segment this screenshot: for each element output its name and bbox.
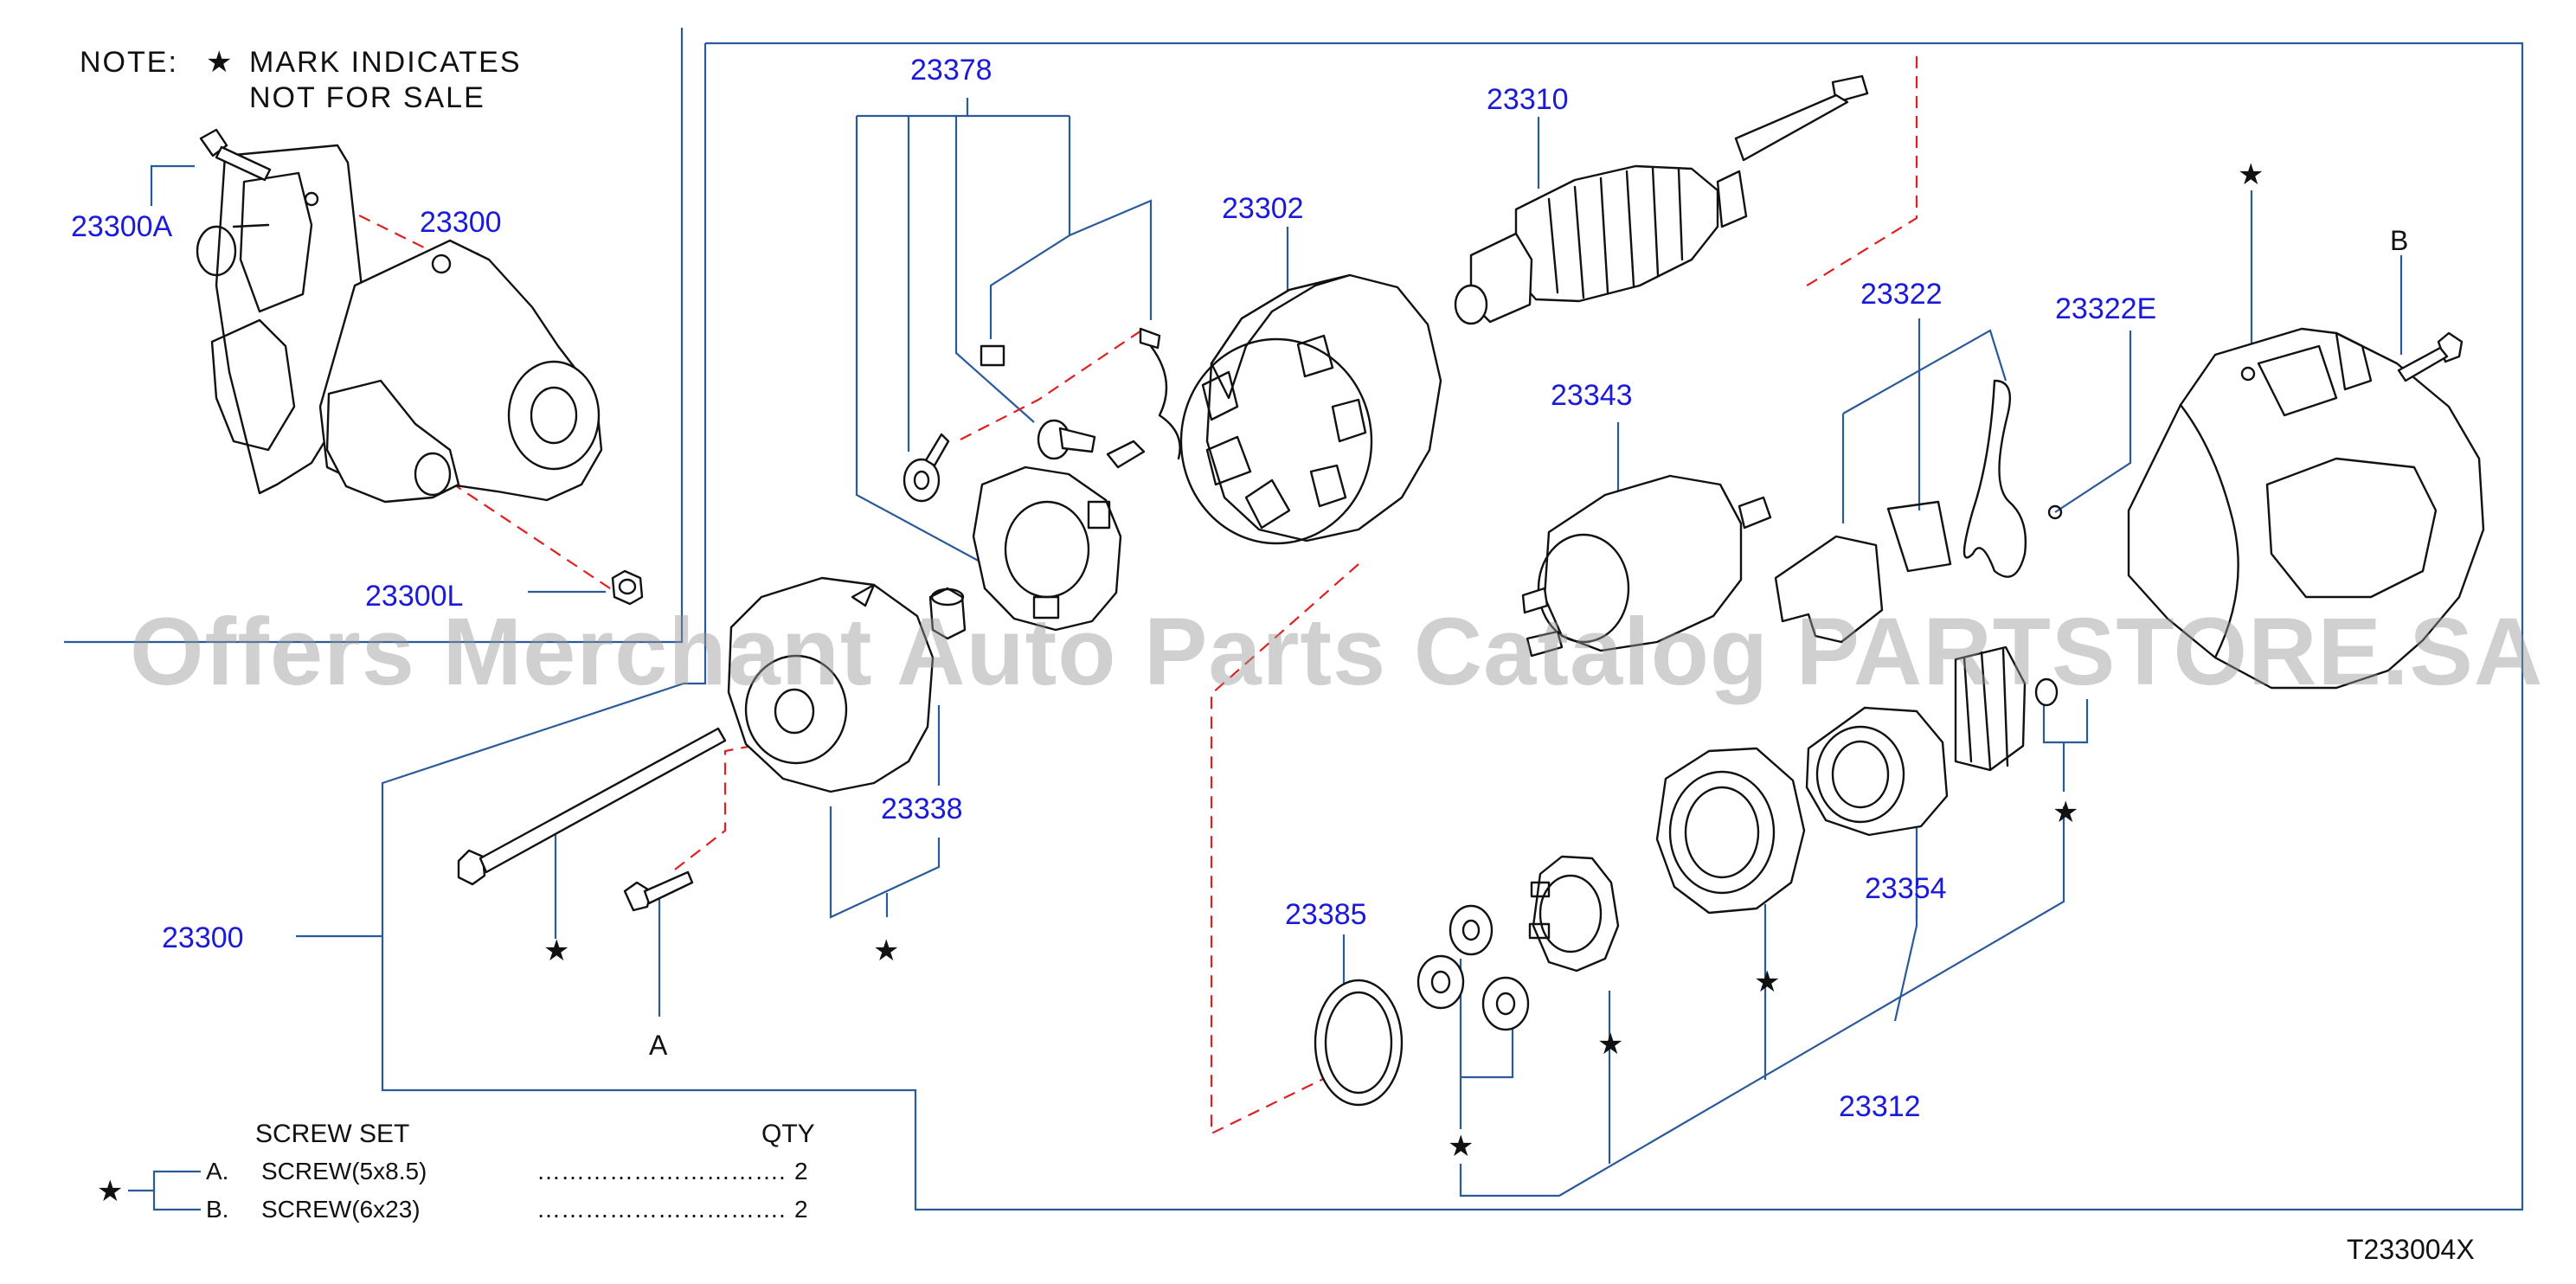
part-label-23300A[interactable]: 23300A <box>71 210 173 243</box>
watermark: Offers Merchant Auto Parts Catalog PARTS… <box>130 599 2544 705</box>
screw-set-qty-header: QTY <box>761 1120 815 1148</box>
bolt-B <box>2397 331 2464 382</box>
solenoid-23343 <box>1521 474 1772 658</box>
part-label-23354[interactable]: 23354 <box>1865 872 1947 905</box>
star-marker-icon: ★ <box>2052 796 2079 829</box>
screw-row-key: B. <box>206 1196 229 1223</box>
part-label-23322[interactable]: 23322 <box>1860 278 1943 311</box>
note-line-1: MARK INDICATES <box>249 46 522 79</box>
note-line-2: NOT FOR SALE <box>249 81 485 114</box>
part-label-23310[interactable]: 23310 <box>1487 83 1569 116</box>
rear-cover <box>727 576 935 793</box>
marker-A: A <box>649 1030 668 1061</box>
bushing-23338 <box>928 587 967 640</box>
screw-row-name: SCREW(6x23) <box>261 1196 421 1223</box>
part-label-23378[interactable]: 23378 <box>910 54 992 87</box>
screw-set-title: SCREW SET <box>255 1120 410 1148</box>
note-star-icon: ★ <box>206 46 234 79</box>
star-marker-icon: ★ <box>1754 966 1781 998</box>
brush-springs <box>903 327 1161 503</box>
part-label-23300-main[interactable]: 23300 <box>162 921 244 954</box>
part-label-23300L[interactable]: 23300L <box>365 580 464 613</box>
marker-B: B <box>2390 225 2409 256</box>
star-marker-icon: ★ <box>1597 1028 1624 1061</box>
part-label-23343[interactable]: 23343 <box>1551 379 1633 412</box>
screw-row-qty: 2 <box>794 1158 808 1184</box>
figure-code: T233004X <box>2347 1234 2475 1265</box>
screw-A <box>623 870 694 912</box>
screw-row-key: A. <box>206 1158 229 1184</box>
through-bolt <box>457 727 727 886</box>
part-label-23338[interactable]: 23338 <box>881 793 963 825</box>
washer-23385 <box>1314 979 1404 1107</box>
planetary-carrier <box>1528 855 1620 973</box>
screw-row-dots: …………………………. <box>536 1158 786 1184</box>
part-label-23322E[interactable]: 23322E <box>2055 292 2157 325</box>
inset-starter-assembly <box>196 144 603 504</box>
screw-set-star-icon: ★ <box>97 1175 124 1208</box>
brush-holder-plate <box>972 465 1122 632</box>
screw-row-dots: …………………………. <box>536 1196 786 1223</box>
nut-23300L <box>611 569 644 606</box>
planet-gears <box>1416 904 1530 1031</box>
armature-23310 <box>1454 74 1869 325</box>
screw-row-qty: 2 <box>794 1196 808 1223</box>
part-label-23302[interactable]: 23302 <box>1222 192 1304 225</box>
star-marker-icon: ★ <box>1448 1130 1474 1163</box>
leader-lines <box>64 28 2524 1211</box>
pinion-23354 <box>1805 645 2059 837</box>
star-marker-icon: ★ <box>873 934 900 967</box>
part-label-23385[interactable]: 23385 <box>1285 898 1367 931</box>
front-housing <box>2127 327 2485 690</box>
bolt-23300A <box>199 128 272 182</box>
note-prefix: NOTE: <box>80 46 178 79</box>
star-marker-icon: ★ <box>543 934 570 967</box>
lever-23322 <box>1774 379 2063 644</box>
part-drawings <box>196 74 2485 1107</box>
yoke-23302 <box>1149 273 1442 545</box>
star-marker-icon: ★ <box>2238 158 2264 191</box>
part-label-23300-inset[interactable]: 23300 <box>420 206 502 239</box>
screw-row-name: SCREW(5x8.5) <box>261 1158 427 1184</box>
internal-gear <box>1655 747 1806 915</box>
part-label-23312[interactable]: 23312 <box>1839 1090 1921 1123</box>
